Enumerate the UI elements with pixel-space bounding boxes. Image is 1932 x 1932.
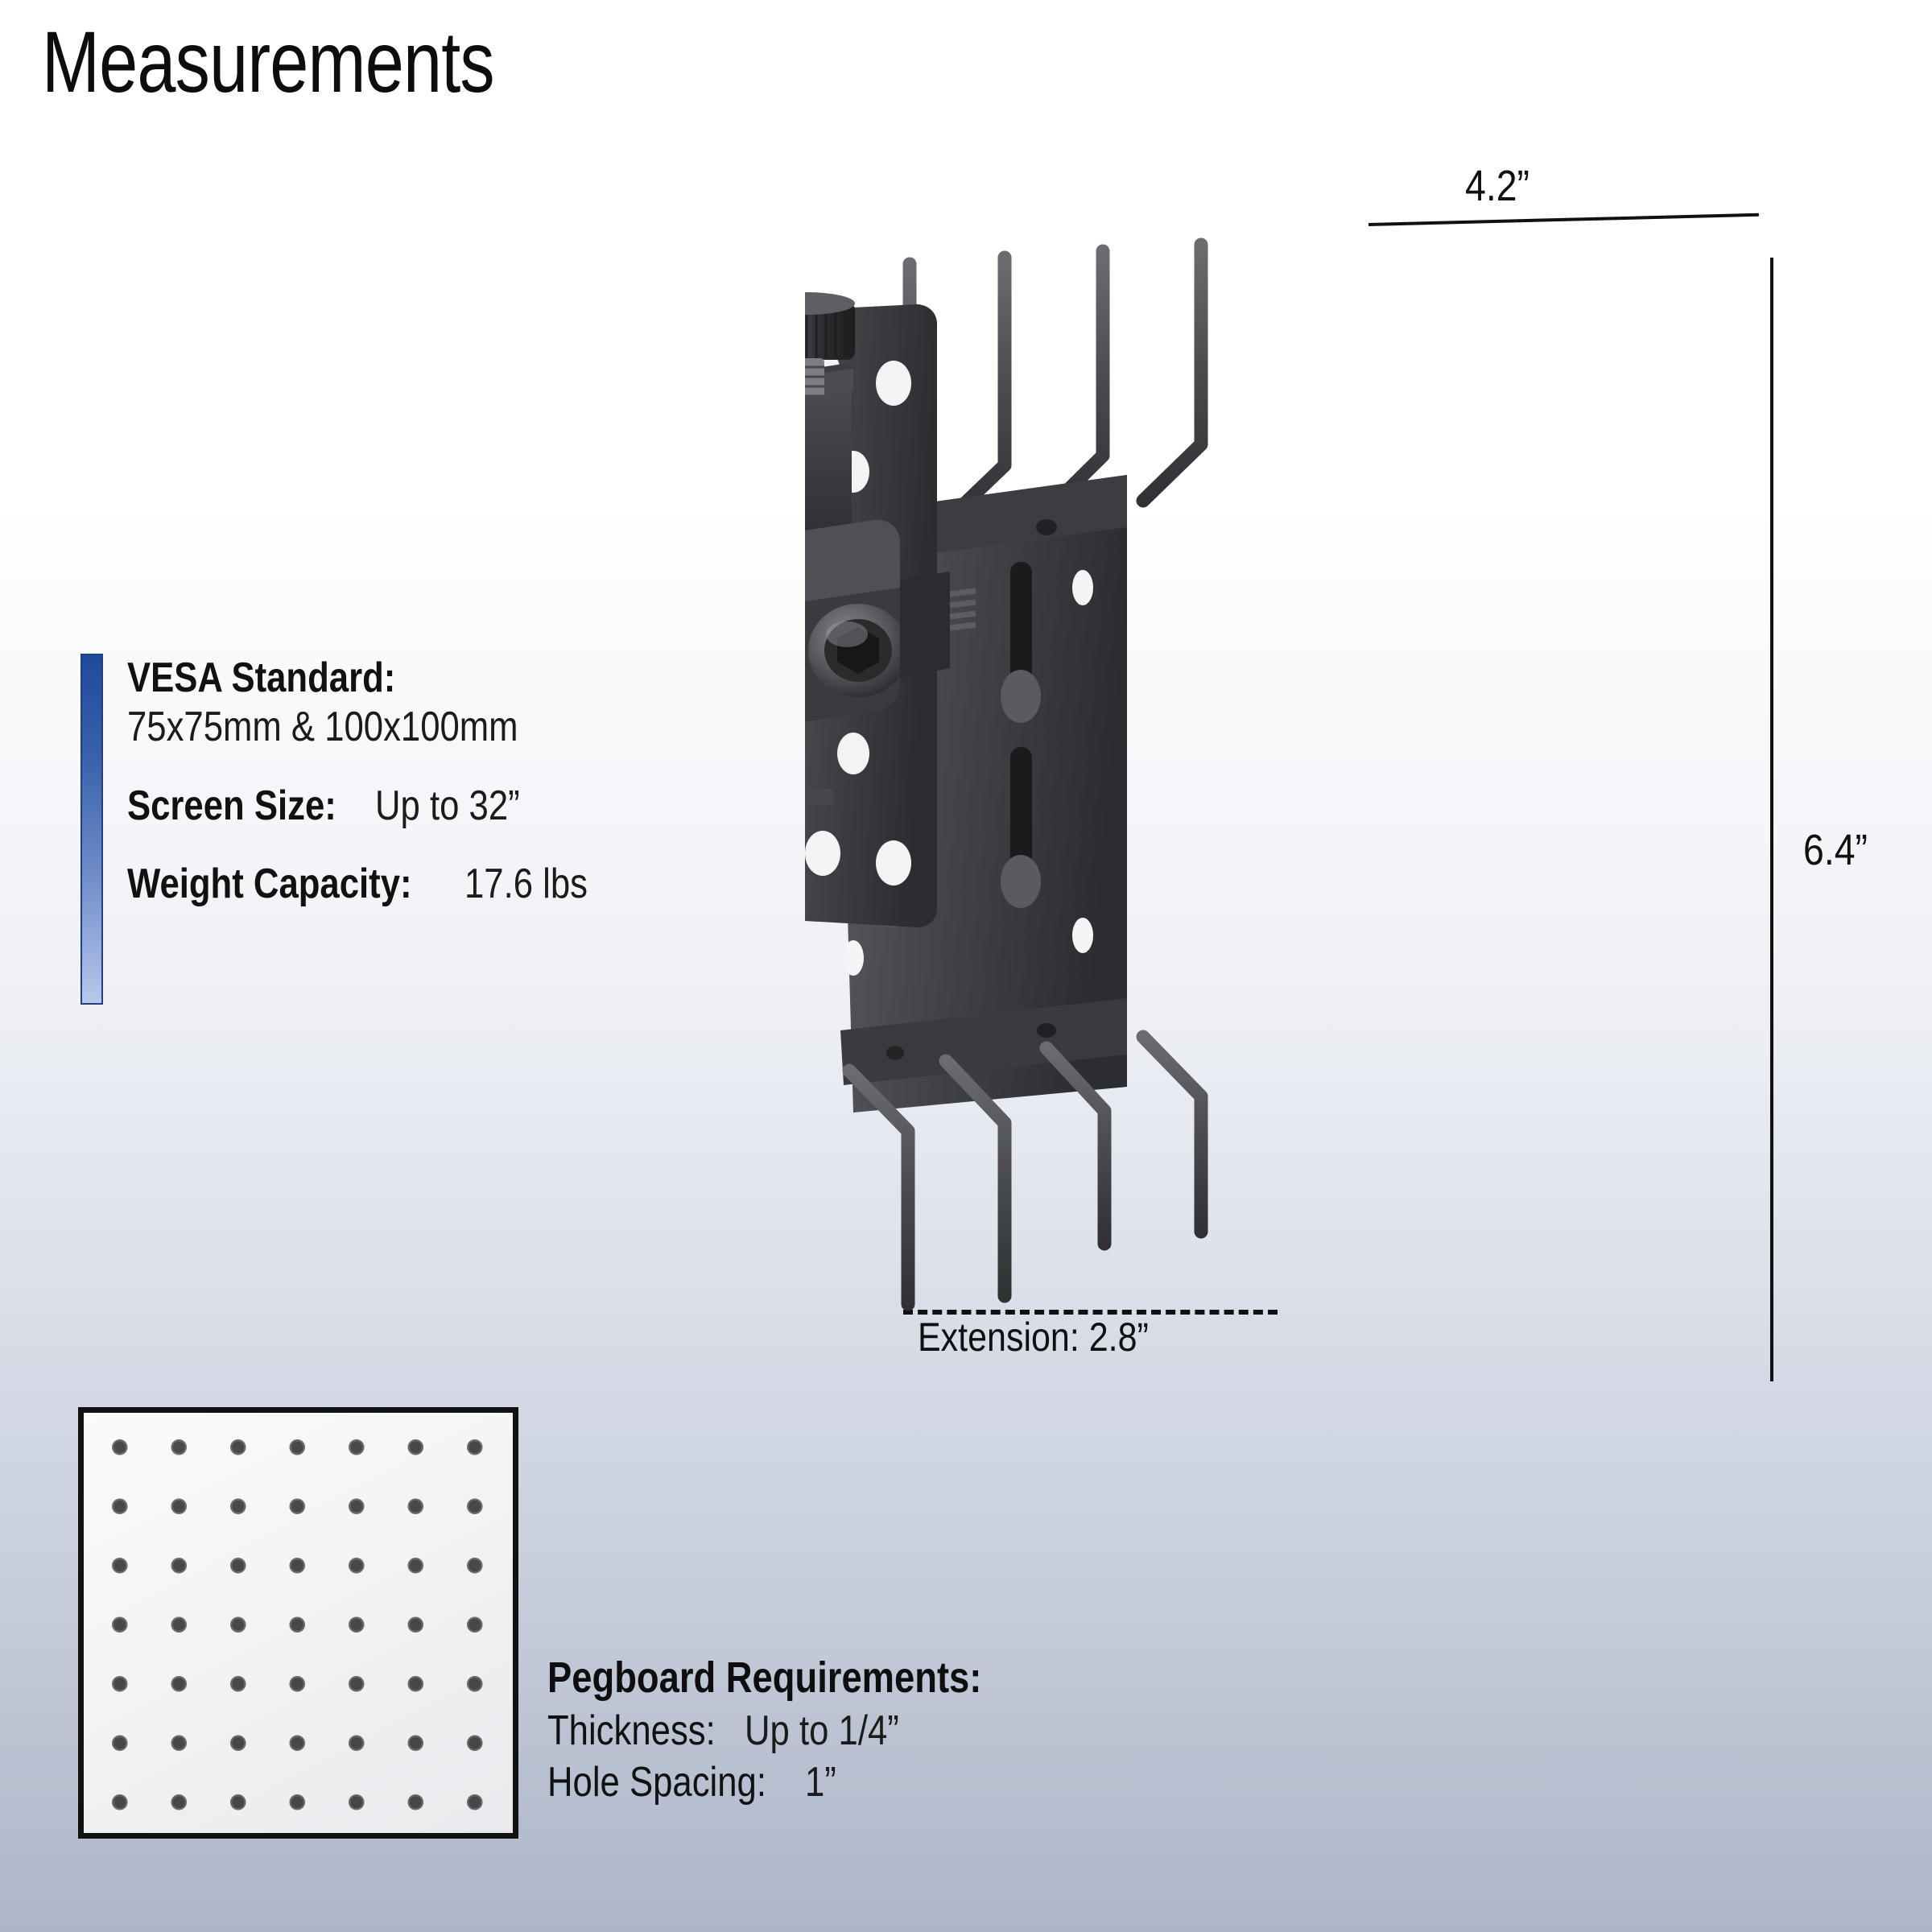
height-dimension-label: 6.4” bbox=[1803, 826, 1868, 874]
pegboard-row-thickness: Thickness: Up to 1/4” bbox=[547, 1705, 1064, 1757]
spec-label-weight-capacity: Weight Capacity: bbox=[127, 861, 412, 908]
thumbscrew-knob bbox=[805, 292, 855, 408]
product-image-tv-mount bbox=[805, 233, 1811, 1546]
pegboard-value-hole-spacing: 1” bbox=[805, 1759, 837, 1806]
spec-item-vesa: VESA Standard: 75x75mm & 100x100mm bbox=[127, 654, 611, 753]
spec-label-vesa: VESA Standard: bbox=[127, 654, 396, 701]
pegboard-sheen-overlay bbox=[84, 1413, 513, 1833]
specifications-list: VESA Standard: 75x75mm & 100x100mm Scree… bbox=[127, 654, 611, 1005]
height-dimension-line bbox=[1770, 258, 1773, 1381]
pegboard-label-thickness: Thickness: bbox=[547, 1707, 716, 1754]
pegboard-label-hole-spacing: Hole Spacing: bbox=[547, 1759, 766, 1806]
page-title: Measurements bbox=[42, 13, 495, 110]
tilt-head-assembly bbox=[805, 292, 976, 806]
spec-label-screen-size: Screen Size: bbox=[127, 782, 336, 829]
extension-dimension-label: Extension: 2.8” bbox=[918, 1315, 1149, 1360]
extension-dimension-dashed-line bbox=[903, 1310, 1278, 1315]
pegboard-value-thickness: Up to 1/4” bbox=[744, 1707, 899, 1754]
pegboard-sample-image bbox=[78, 1407, 518, 1839]
width-dimension-line bbox=[1368, 213, 1759, 226]
spec-value-screen-size: Up to 32” bbox=[374, 782, 520, 829]
pegboard-requirements-block: Pegboard Requirements: Thickness: Up to … bbox=[547, 1652, 1064, 1809]
spec-value-vesa: 75x75mm & 100x100mm bbox=[127, 704, 518, 751]
pegboard-requirements-title: Pegboard Requirements: bbox=[547, 1653, 982, 1702]
specifications-block: VESA Standard: 75x75mm & 100x100mm Scree… bbox=[80, 654, 611, 1005]
pegboard-row-hole-spacing: Hole Spacing: 1” bbox=[547, 1757, 1064, 1808]
spec-value-weight-capacity: 17.6 lbs bbox=[464, 861, 588, 908]
accent-gradient-bar bbox=[80, 654, 103, 1005]
pegboard-hook-bottom-group bbox=[842, 1030, 1208, 1311]
spec-item-screen-size: Screen Size: Up to 32” bbox=[127, 782, 611, 831]
hex-socket-bolt bbox=[808, 604, 908, 697]
width-dimension-label: 4.2” bbox=[1465, 162, 1530, 210]
spec-item-weight-capacity: Weight Capacity: 17.6 lbs bbox=[127, 860, 611, 909]
